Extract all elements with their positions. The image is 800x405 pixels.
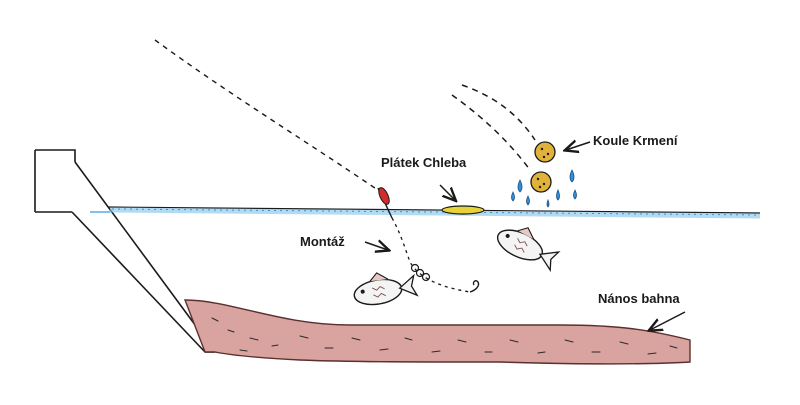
arrow-icon (650, 311, 686, 330)
feed-ball-icon (530, 171, 552, 193)
fish-icon (496, 227, 561, 273)
arrow-icon (566, 142, 591, 150)
arrow-icon (364, 242, 388, 250)
hook-icon (469, 280, 480, 293)
bread-slice-icon (441, 205, 485, 215)
label-feed-balls: Koule Krmení (593, 133, 678, 148)
feed-ball-icon (534, 141, 556, 163)
float-icon (377, 187, 393, 219)
label-silt: Nános bahna (598, 291, 680, 306)
label-rig: Montáž (300, 234, 345, 249)
casting-line (154, 39, 386, 196)
label-bread-slice: Plátek Chleba (381, 155, 467, 170)
water-surface (107, 206, 761, 219)
splash-drops (511, 169, 577, 208)
feed-trajectory-lower (451, 94, 531, 171)
fish-icon (353, 272, 419, 306)
silt-bank (183, 299, 691, 365)
arrow-icon (439, 184, 455, 200)
rig-line (391, 217, 471, 293)
bank-structure (34, 149, 216, 353)
rig-shot-weights (410, 263, 431, 282)
feed-trajectory-upper (461, 84, 536, 141)
